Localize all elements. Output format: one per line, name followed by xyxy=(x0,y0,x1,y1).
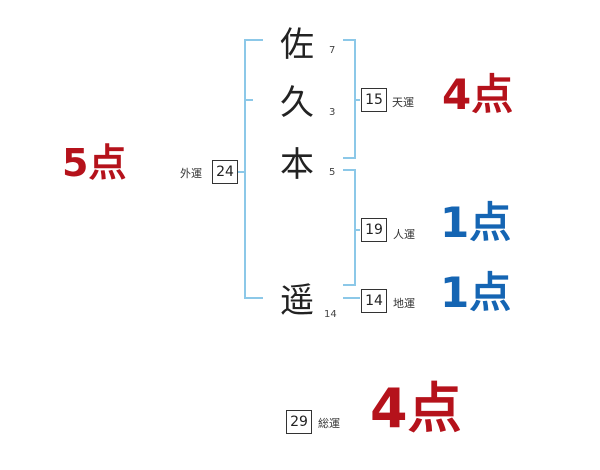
stroke-count-1: 7 xyxy=(329,45,336,56)
name-char-4: 遥 xyxy=(280,281,314,321)
stroke-count-2: 3 xyxy=(329,107,336,118)
stroke-count-4: 14 xyxy=(324,309,337,320)
souun-value-box: 29 xyxy=(286,410,312,434)
gaiun-bracket xyxy=(238,39,263,299)
name-char-2: 久 xyxy=(280,83,314,123)
jinun-value-box: 19 xyxy=(361,218,387,242)
tenun-score: 4点 xyxy=(442,70,514,119)
jinun-label: 人運 xyxy=(393,228,415,241)
gaiun-score: 5点 xyxy=(62,141,127,185)
chiun-label: 地運 xyxy=(393,297,415,310)
souun-label: 総運 xyxy=(318,417,340,430)
tenun-value-box: 15 xyxy=(361,88,387,112)
name-char-1: 佐 xyxy=(280,25,314,65)
chiun-value-box: 14 xyxy=(361,289,387,313)
jinun-bracket xyxy=(343,169,360,286)
souun-score: 4点 xyxy=(370,377,462,440)
chiun-score: 1点 xyxy=(440,268,512,317)
gaiun-label: 外運 xyxy=(180,167,202,180)
tenun-label: 天運 xyxy=(392,96,414,109)
stroke-count-3: 5 xyxy=(329,167,336,178)
jinun-score: 1点 xyxy=(440,198,512,247)
name-char-3: 本 xyxy=(280,145,314,185)
gaiun-value-box: 24 xyxy=(212,160,238,184)
tenun-bracket xyxy=(343,39,360,159)
